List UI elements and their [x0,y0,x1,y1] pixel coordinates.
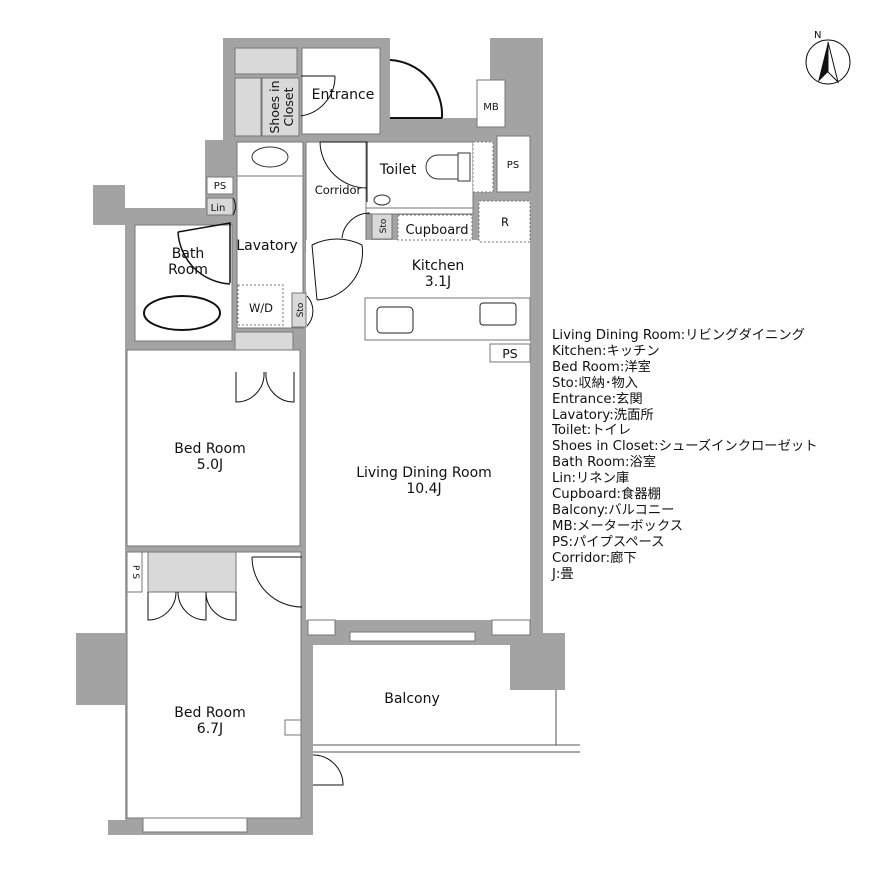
shoes-closet-door[interactable] [300,75,336,117]
ldr-window [349,631,476,642]
legend-item: Bed Room:洋室 [552,359,651,375]
bedroom1-size: 5.0J [197,457,223,473]
ps-top-box [496,135,531,193]
bedroom1-closet-door[interactable] [235,371,295,403]
balcony-area [313,645,510,745]
toilet-bowl [425,154,459,180]
bathtub [143,295,221,331]
lin-box [206,197,234,216]
toilet-tank [457,152,471,182]
legend-item: Living Dining Room:リビングダイニング [552,328,805,343]
washbasin [251,146,289,168]
legend-item: Lin:リネン庫 [552,471,630,487]
ps-bedroom-label: P S [130,565,140,579]
ps-top-label: PS [507,160,519,171]
entrance-room [301,47,381,135]
bath-label-1: Bath [172,246,205,262]
legend-item: MB:メーターボックス [552,518,684,534]
mb-label: MB [483,102,499,113]
kitchen-ldr-room [306,240,530,620]
entrance-door[interactable] [389,59,444,119]
wd-label: W/D [249,301,273,315]
sto-lavatory-label: Sto [296,302,306,317]
bedroom2-window [142,817,248,833]
bedroom2-notch [284,719,302,736]
bedroom2-closet [147,551,237,593]
mb-box [476,79,506,128]
legend: Living Dining Room:リビングダイニング Kitchen:キッチ… [552,328,818,583]
corridor-label: Corridor [315,183,362,197]
stove [479,302,517,326]
ldr-column-right [491,619,531,636]
lin-door[interactable] [232,197,236,216]
ldr-label: Living Dining Room [356,465,492,481]
toilet-label: Toilet [379,162,417,178]
sto-lavatory-door[interactable] [306,295,314,327]
fridge-box [478,200,531,243]
shoes-closet-shelf [234,47,298,75]
bedroom2-label: Bed Room [174,705,245,721]
sto-corridor-label: Sto [379,218,389,233]
bath-door[interactable] [177,222,231,285]
legend-item: Shoes in Closet:シューズインクローゼット [552,439,818,455]
bedroom2-size: 6.7J [197,721,223,737]
shoes-label-1: Shoes in [267,80,282,133]
kitchen-sink [376,306,414,334]
toilet-counter [365,207,474,215]
legend-item: Kitchen:キッチン [552,343,660,359]
cupboard-box [397,214,473,241]
ps-left-box [206,176,234,195]
shoes-closet [261,77,300,137]
bedroom2-closet-door[interactable] [147,591,237,621]
bedroom2-room [126,551,302,819]
kitchen-size: 3.1J [425,274,451,290]
lin-label: Lin [211,203,226,214]
cupboard-label: Cupboard [405,223,468,238]
hand-basin [373,194,391,206]
ps-kitchen-label: PS [502,346,518,361]
entrance-label: Entrance [312,87,375,103]
ps-left-label: PS [214,181,226,192]
legend-item: Entrance:玄関 [552,391,643,407]
ps-kitchen-box [489,343,531,363]
shoes-label-2: Closet [281,87,296,126]
legend-item: Bath Room:浴室 [552,455,657,471]
sto-lavatory-box [291,292,307,328]
toilet-niche [472,141,494,193]
ldr-column-left [307,619,336,636]
north-arrow-outline-icon [827,41,839,84]
north-compass: N [805,30,851,85]
lavatory-door[interactable] [311,238,364,301]
r-label: R [501,215,509,229]
legend-item: Cupboard:食器棚 [552,487,661,503]
legend-item: J:畳 [552,566,574,582]
balcony-door[interactable] [312,754,344,786]
compass-label: N [814,30,821,41]
legend-item: Sto:収納･物入 [552,375,639,391]
bedroom1-label: Bed Room [174,441,245,457]
bedroom2-door[interactable] [251,556,303,608]
lavatory-label: Lavatory [236,238,297,254]
kitchen-label: Kitchen [412,258,465,274]
balcony-area-right [508,690,556,745]
wd-box [237,284,284,326]
toilet-door[interactable] [319,141,368,202]
legend-item: Balcony:バルコニー [552,502,675,518]
ps-bedroom-box [126,551,143,593]
sto-corridor-box [371,213,393,240]
balcony-label: Balcony [384,691,440,707]
legend-item: PS:パイプスペース [552,534,665,550]
legend-item: Corridor:廊下 [552,550,637,566]
shoes-closet-storage [234,77,262,137]
legend-item: Lavatory:洗面所 [552,407,654,423]
corridor-room [305,141,367,253]
sto-corridor-door[interactable] [341,212,371,239]
legend-item: Toilet:トイレ [552,423,632,439]
bath-label-2: Room [168,262,208,278]
bedroom1-room [126,349,301,547]
ldr-size: 10.4J [406,481,441,497]
north-arrow-icon [818,42,828,82]
